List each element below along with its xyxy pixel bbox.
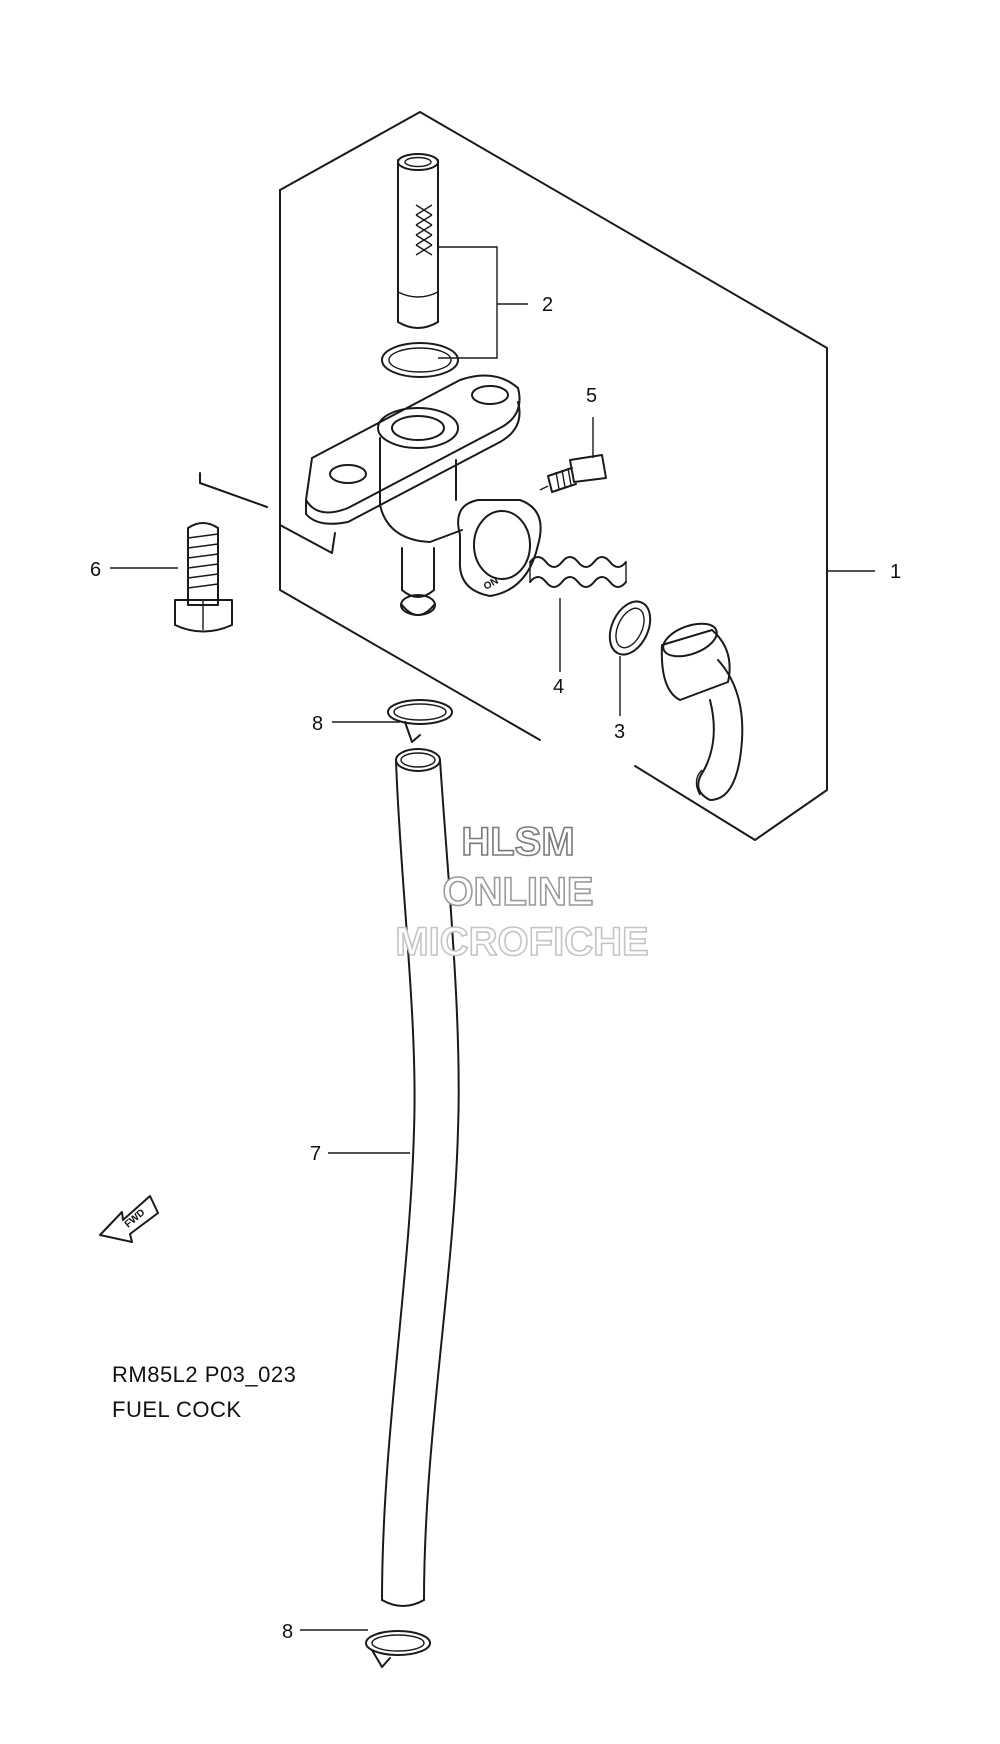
fwd-arrow-icon: FWD: [99, 1195, 159, 1243]
part-fuel-hose[interactable]: [381, 748, 460, 1607]
callout-8-upper: 8: [312, 713, 323, 735]
part-fuel-cock-body[interactable]: ON: [305, 374, 542, 616]
part-strainer-oring[interactable]: [381, 342, 459, 378]
leader-lines: [110, 246, 875, 1631]
callout-1: 1: [890, 561, 901, 583]
callout-labels: 1 2 3 4 5 6 7 8 8: [90, 294, 901, 1643]
callout-4: 4: [553, 676, 564, 698]
callout-8-lower: 8: [282, 1621, 293, 1643]
part-clamp-lower[interactable]: [365, 1630, 431, 1668]
watermark: HLSM ONLINE MICROFICHE: [395, 819, 650, 965]
part-screw[interactable]: [539, 454, 607, 493]
part-gasket[interactable]: [602, 595, 658, 661]
fwd-label: FWD: [123, 1207, 148, 1230]
part-strainer[interactable]: [397, 153, 439, 329]
part-bolt[interactable]: [174, 522, 233, 633]
callout-5: 5: [586, 385, 597, 407]
diagram-code: RM85L2 P03_023: [112, 1362, 296, 1387]
callout-2: 2: [542, 294, 553, 316]
watermark-line-1: HLSM: [461, 820, 574, 864]
part-lever[interactable]: [659, 617, 744, 801]
watermark-line-3: MICROFICHE: [395, 920, 648, 964]
callout-3: 3: [614, 721, 625, 743]
callout-6: 6: [90, 559, 101, 581]
diagram-caption: RM85L2 P03_023 FUEL COCK: [112, 1362, 296, 1422]
part-clamp-upper[interactable]: [387, 699, 453, 743]
assembly-outline: [199, 111, 828, 841]
watermark-line-2: ONLINE: [442, 870, 593, 914]
part-spring[interactable]: [529, 556, 627, 588]
diagram-name: FUEL COCK: [112, 1397, 242, 1422]
callout-7: 7: [310, 1143, 321, 1165]
